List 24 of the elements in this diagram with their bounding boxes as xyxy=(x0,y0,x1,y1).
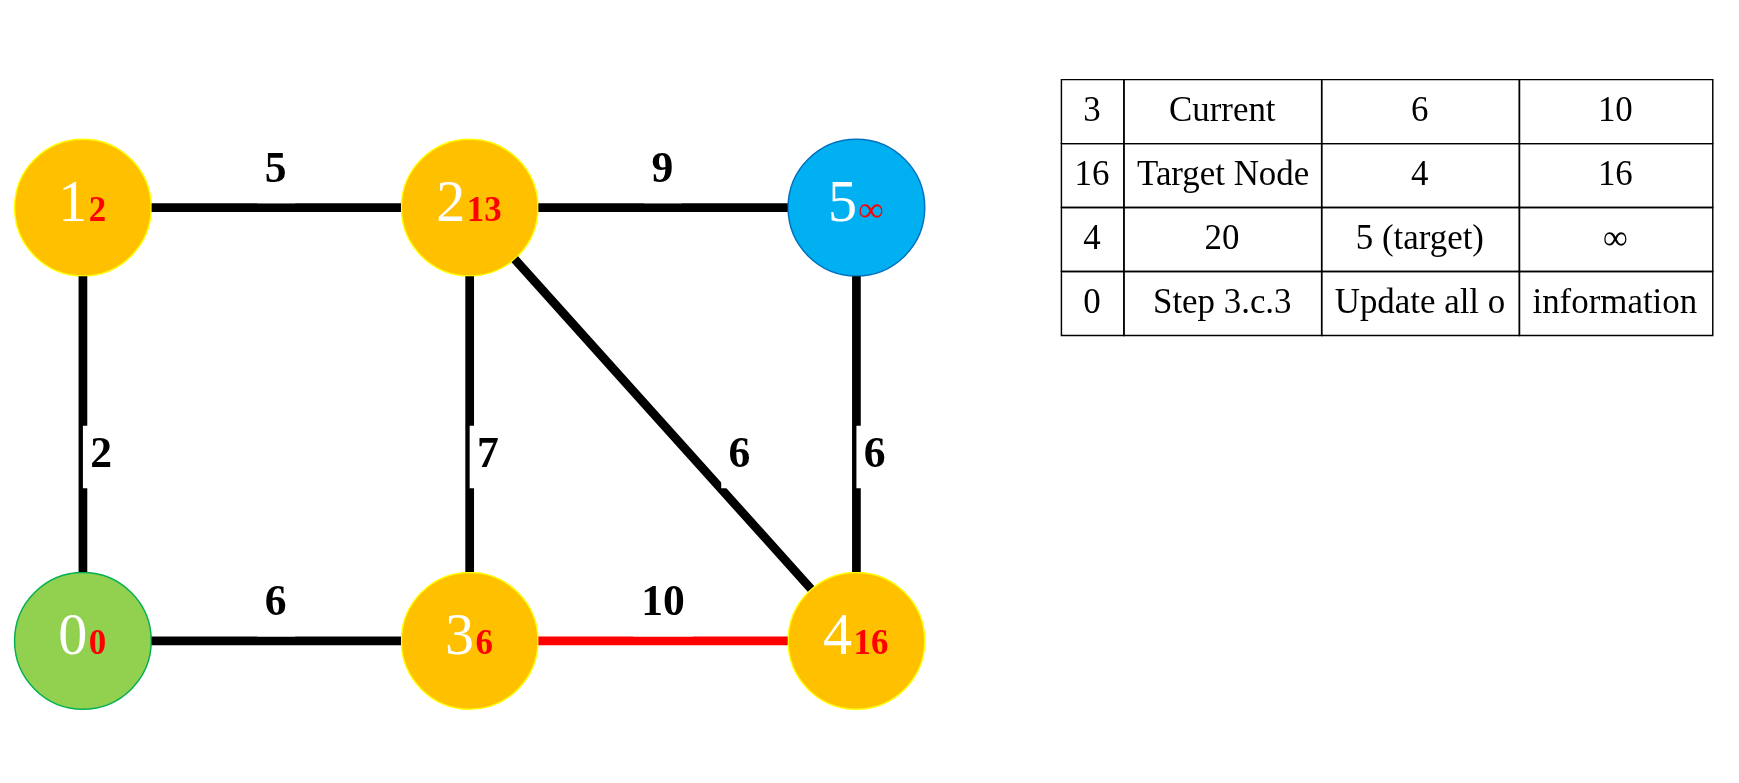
label: information xyxy=(1532,281,1698,321)
label: ∞ xyxy=(1603,217,1628,257)
label: 16 xyxy=(1597,153,1633,193)
edge-label: 7 xyxy=(476,428,499,477)
label: 16 xyxy=(1074,153,1110,193)
label: 10 xyxy=(1597,89,1633,129)
edge-label: 6 xyxy=(264,576,287,625)
label: 4 xyxy=(1411,153,1429,193)
label: Current xyxy=(1169,89,1276,129)
edge-label: 5 xyxy=(264,143,287,192)
label: 3 xyxy=(1083,89,1101,129)
label: 5 (target) xyxy=(1355,217,1484,257)
label: 0 xyxy=(1083,281,1101,321)
edge-label: 6 xyxy=(863,428,886,477)
label: 6 xyxy=(1411,89,1429,129)
label: Update all o xyxy=(1334,281,1506,321)
edge-label: 6 xyxy=(728,428,751,477)
edge-label: 9 xyxy=(651,143,674,192)
edge-label: 2 xyxy=(90,428,112,477)
label: 20 xyxy=(1204,217,1240,257)
label: Target Node xyxy=(1137,153,1310,193)
label: 4 xyxy=(1083,217,1101,257)
label: Step 3.c.3 xyxy=(1153,281,1292,321)
edge-label: 10 xyxy=(641,576,685,625)
